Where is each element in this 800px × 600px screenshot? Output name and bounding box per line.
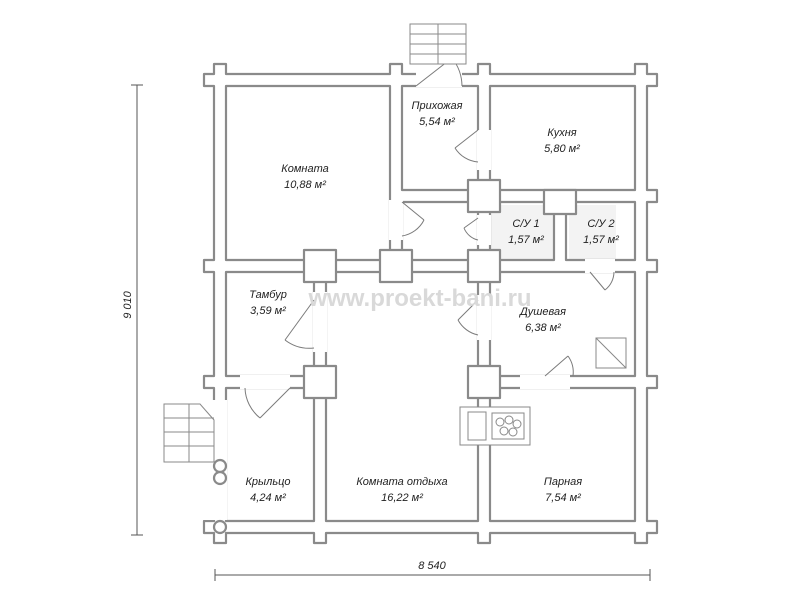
room-label-su2: С/У 2 1,57 м² (583, 218, 619, 246)
room-name: Душевая (518, 306, 566, 318)
room-label-kuhnya: Кухня 5,80 м² (544, 127, 580, 155)
log-crossings (302, 178, 578, 400)
room-label-tambur: Тамбур 3,59 м² (249, 289, 287, 317)
room-area: 4,24 м² (250, 492, 286, 504)
room-name: Кухня (547, 127, 576, 139)
room-label-parnaya: Парная 7,54 м² (544, 476, 582, 504)
watermark: www.proekt-bani.ru (307, 285, 531, 312)
room-label-komnata: Комната 10,88 м² (281, 163, 328, 191)
height-dimension: 9 010 (122, 290, 134, 318)
top-stairs (409, 23, 467, 65)
room-name: Комната (281, 163, 328, 175)
dimension-lines (131, 84, 651, 581)
room-area: 1,57 м² (508, 234, 544, 246)
room-name: Тамбур (249, 289, 287, 301)
room-name: С/У 1 (512, 218, 539, 230)
room-area: 10,88 м² (284, 179, 326, 191)
left-stairs (163, 403, 215, 463)
room-label-krylco: Крыльцо 4,24 м² (245, 476, 290, 504)
sauna-stove (459, 406, 531, 446)
room-area: 5,80 м² (544, 143, 580, 155)
room-label-su1: С/У 1 1,57 м² (508, 218, 544, 246)
shower-tray (595, 337, 627, 369)
room-name: Прихожая (411, 100, 462, 112)
width-dimension: 8 540 (418, 560, 446, 572)
room-area: 16,22 м² (381, 492, 423, 504)
room-area: 1,57 м² (583, 234, 619, 246)
room-name: Крыльцо (245, 476, 290, 488)
room-name: Комната отдыха (356, 476, 447, 488)
room-label-prihozhaya: Прихожая 5,54 м² (411, 100, 462, 128)
room-label-komnata-otdyha: Комната отдыха 16,22 м² (356, 476, 447, 504)
room-area: 6,38 м² (525, 322, 561, 334)
room-area: 5,54 м² (419, 116, 455, 128)
porch-posts (212, 458, 228, 535)
room-label-dushevaya: Душевая 6,38 м² (518, 306, 566, 334)
room-name: С/У 2 (587, 218, 614, 230)
room-name: Парная (544, 476, 582, 488)
room-area: 3,59 м² (250, 305, 286, 317)
room-area: 7,54 м² (545, 492, 581, 504)
